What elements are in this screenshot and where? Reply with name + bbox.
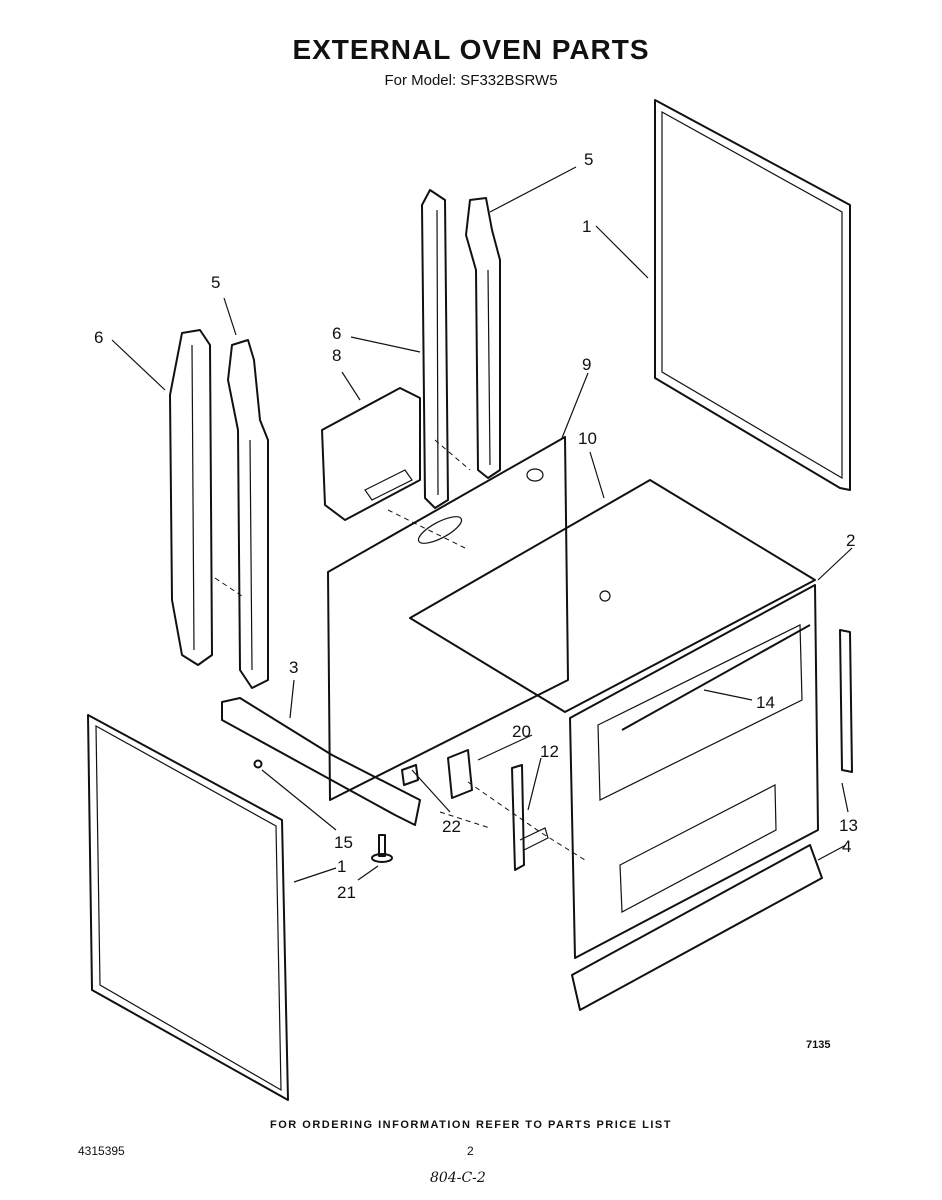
part-screw [371, 834, 393, 863]
callout-6-left: 6 [94, 328, 103, 347]
callout-21: 21 [337, 883, 356, 902]
callout-8: 8 [332, 346, 341, 365]
callout-20: 20 [512, 722, 531, 741]
page-number: 2 [467, 1144, 474, 1158]
part-clip [447, 749, 473, 799]
part-front-frame [569, 584, 819, 959]
leader-lines [111, 166, 853, 883]
figure-reference: 7135 [806, 1039, 831, 1051]
part-lower-rail [221, 697, 421, 826]
callout-22: 22 [442, 817, 461, 836]
part-strip [621, 624, 811, 731]
part-side-strip [839, 629, 853, 773]
ordering-note: FOR ORDERING INFORMATION REFER TO PARTS … [270, 1119, 672, 1131]
callout-6-back: 6 [332, 324, 341, 343]
callout-14: 14 [756, 693, 775, 712]
callout-3: 3 [289, 658, 298, 677]
part-side-panel-right [654, 99, 851, 491]
part-small-fastener [253, 759, 263, 769]
callout-1-top: 1 [582, 217, 591, 236]
part-side-rail-left [169, 329, 213, 666]
part-bracket-left [227, 339, 269, 689]
callout-13: 13 [839, 816, 858, 835]
callout-12: 12 [540, 742, 559, 761]
document-number: 4315395 [78, 1144, 125, 1158]
part-small-bracket [401, 764, 419, 786]
part-top-panel [409, 479, 816, 713]
page-title: EXTERNAL OVEN PARTS [292, 34, 650, 65]
part-side-panel-left [87, 714, 289, 1101]
part-vent-duct [321, 387, 421, 521]
callout-4: 4 [842, 837, 851, 856]
part-bottom-trim [571, 844, 823, 1011]
part-bracket-back [465, 197, 501, 479]
callout-10: 10 [578, 429, 597, 448]
assembly-guide-lines [214, 439, 586, 861]
callout-5-back: 5 [584, 150, 593, 169]
part-side-rail-back [421, 189, 449, 509]
callout-15: 15 [334, 833, 353, 852]
handwritten-note: 804-C-2 [430, 1170, 486, 1186]
part-back-panel [327, 436, 569, 801]
callout-1-bottom: 1 [337, 857, 346, 876]
callout-9: 9 [582, 355, 591, 374]
part-hinge [511, 764, 549, 871]
model-subtitle: For Model: SF332BSRW5 [384, 72, 558, 89]
callout-5-left: 5 [211, 273, 220, 292]
callout-2: 2 [846, 531, 855, 550]
